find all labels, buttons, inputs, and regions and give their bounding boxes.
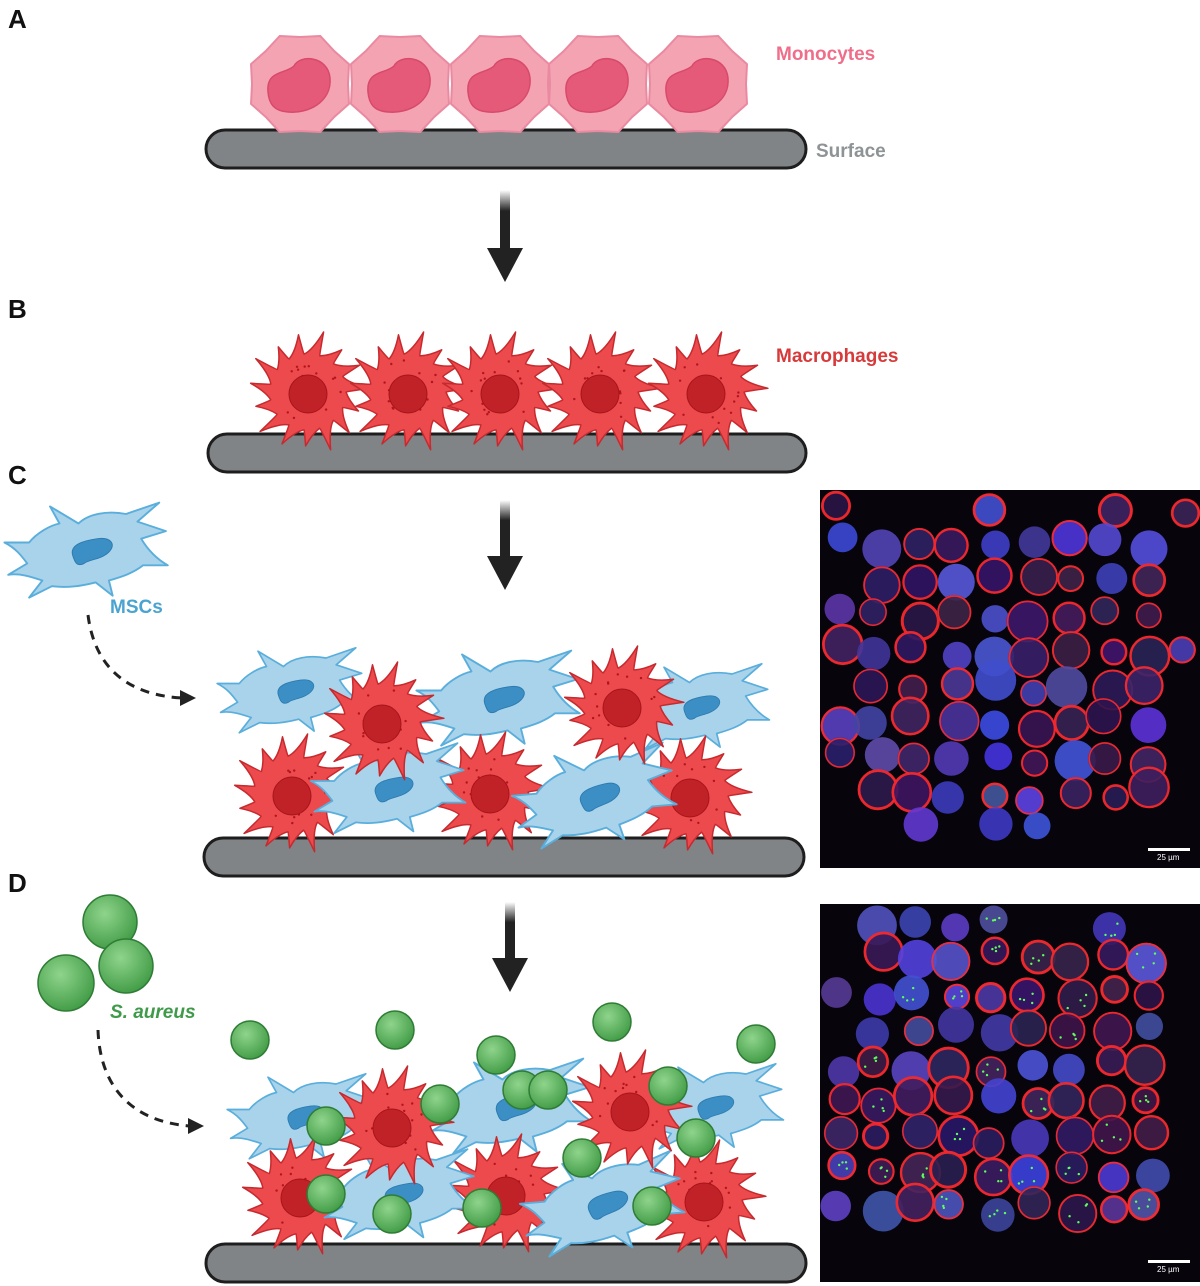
bacterium [306, 1106, 346, 1146]
surface-c [202, 836, 806, 878]
scale-bar-c [1148, 848, 1190, 851]
macrophage-cell [431, 731, 553, 851]
dashed-arrow-saureus [96, 1029, 204, 1134]
infection-group-d [226, 1002, 785, 1259]
macrophage-cell [631, 735, 753, 855]
msc-cell [309, 742, 467, 835]
bacterium [372, 1194, 412, 1234]
panel-a-letter: A [8, 4, 27, 34]
monocyte-cell [548, 35, 648, 133]
macrophage-cell [563, 645, 685, 765]
surface-a [204, 128, 808, 170]
bacterium [230, 1020, 270, 1060]
monocyte-group [250, 35, 748, 133]
macrophage-cell [645, 1139, 767, 1259]
monocyte-cell [350, 35, 450, 133]
surface-b [206, 432, 808, 474]
macrophage-cell [333, 1065, 455, 1185]
arrow-c-to-d [492, 902, 528, 992]
label-macrophages: Macrophages [776, 346, 898, 367]
label-saureus: S. aureus [110, 1002, 196, 1023]
free-bacteria-cluster [37, 894, 154, 1012]
scale-bar-c-label: 25 µm [1157, 853, 1180, 862]
microscopy-image-d: 25 µm [820, 904, 1200, 1282]
bacterium [648, 1066, 688, 1106]
bacterium [528, 1070, 568, 1110]
bacterium [676, 1118, 716, 1158]
panel-b-letter: B [8, 294, 27, 324]
macrophage-cell [647, 331, 769, 451]
msc-cell [415, 649, 581, 747]
macrophage-cell [349, 331, 471, 451]
label-surface: Surface [816, 141, 886, 162]
dashed-arrow-mscs [86, 614, 196, 706]
surface-d [204, 1242, 808, 1284]
macrophage-cell [571, 1049, 693, 1169]
bacterium [632, 1186, 672, 1226]
monocyte-cell [450, 35, 550, 133]
scale-bar-d [1148, 1260, 1190, 1263]
macrophage-cell [441, 331, 563, 451]
bacterium [562, 1138, 602, 1178]
macrophage-cell [249, 331, 371, 451]
bacterium [306, 1174, 346, 1214]
bacterium [592, 1002, 632, 1042]
monocyte-cell [648, 35, 748, 133]
arrow-b-to-c [487, 500, 523, 590]
microscopy-image-c: 25 µm [820, 490, 1200, 868]
label-monocytes: Monocytes [776, 44, 875, 65]
macrophage-cell [541, 331, 663, 451]
panel-c-letter: C [8, 460, 27, 490]
macrophage-cell [323, 661, 445, 781]
monocyte-cell [250, 35, 350, 133]
msc-cell [510, 741, 678, 850]
bacterium [462, 1188, 502, 1228]
bacterium [420, 1084, 460, 1124]
free-msc-cell [3, 501, 169, 599]
msc-cell [226, 1072, 375, 1160]
macrophage-group-b [249, 331, 769, 451]
bacterium [476, 1035, 516, 1075]
msc-cell [518, 1149, 686, 1258]
bacterium [375, 1010, 415, 1050]
label-mscs: MSCs [110, 597, 163, 618]
msc-cell [3, 501, 169, 599]
scale-bar-d-label: 25 µm [1157, 1265, 1180, 1274]
msc-cell [216, 646, 365, 734]
bacterium [736, 1024, 776, 1064]
macrophage-cell [233, 733, 355, 853]
arrow-a-to-b [487, 190, 523, 282]
panel-d-letter: D [8, 868, 27, 898]
coculture-group-c [216, 645, 771, 855]
